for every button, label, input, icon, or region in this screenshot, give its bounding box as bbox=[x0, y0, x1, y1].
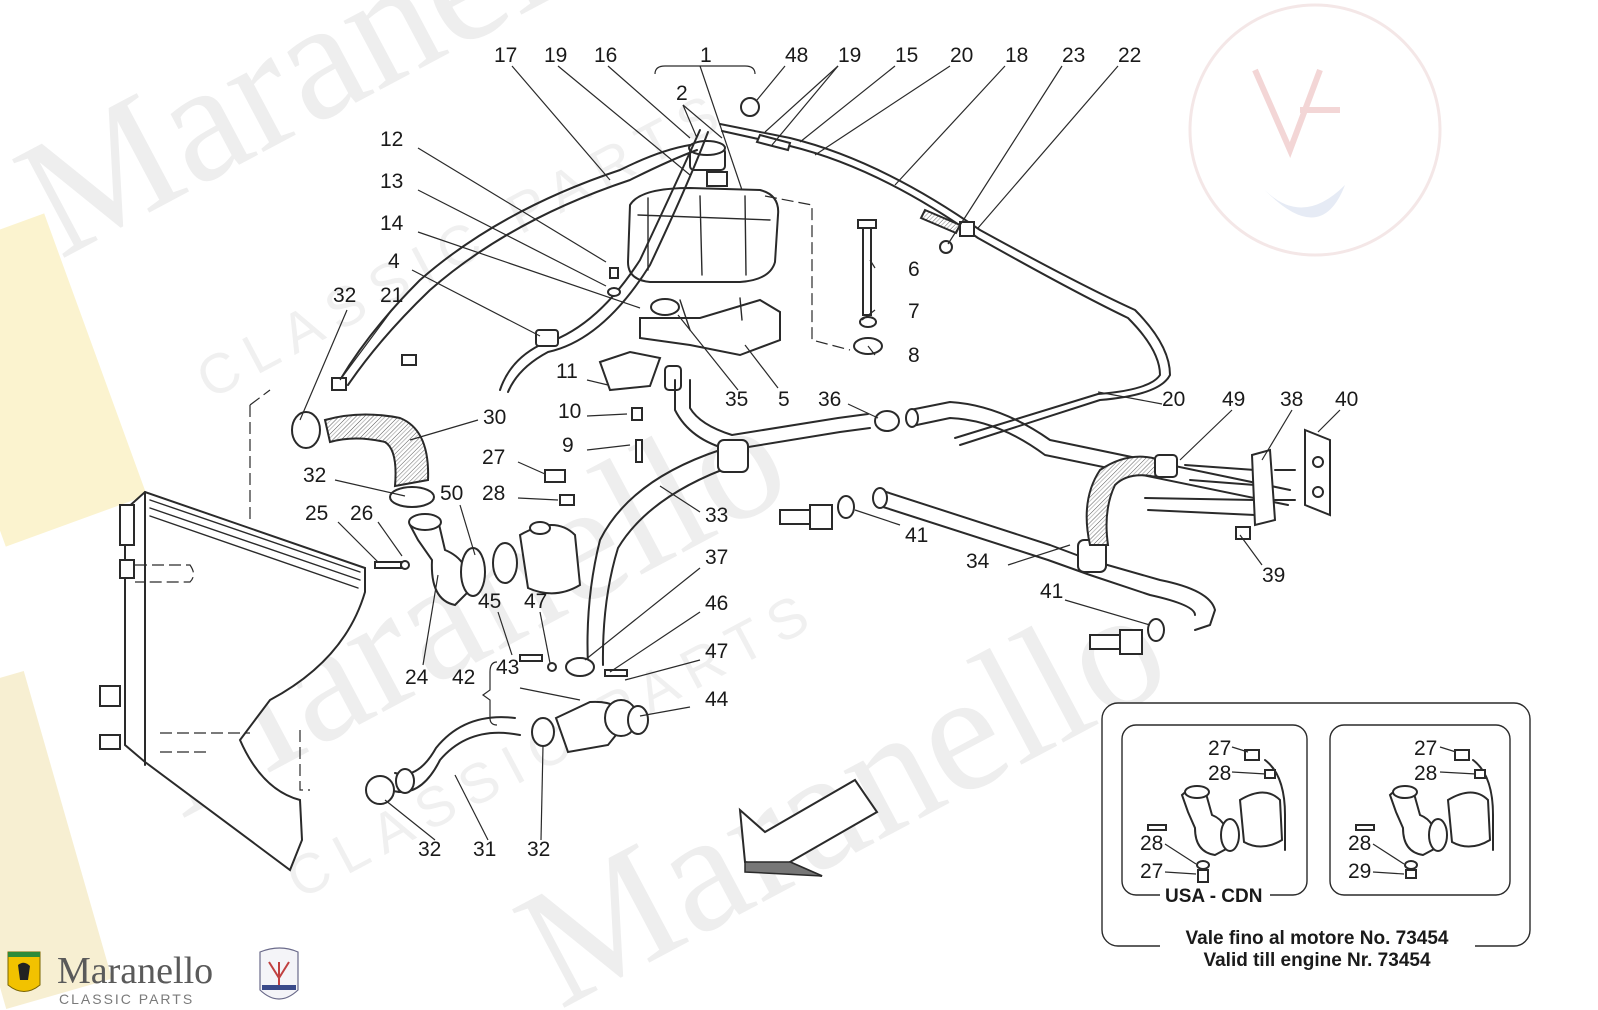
callout-33: 33 bbox=[705, 504, 728, 527]
callout-20: 20 bbox=[950, 44, 973, 67]
bracket-1 bbox=[654, 65, 756, 75]
callout-44: 44 bbox=[705, 688, 729, 711]
callout-32-bottom-right: 32 bbox=[527, 838, 550, 861]
callout-49: 49 bbox=[1222, 388, 1245, 411]
callout-16: 16 bbox=[594, 44, 617, 67]
callout-35: 35 bbox=[725, 388, 748, 411]
ferrari-shield-icon bbox=[7, 951, 41, 992]
callout-21: 21 bbox=[380, 284, 403, 307]
hose-30 bbox=[291, 411, 435, 508]
callout-28: 28 bbox=[482, 482, 505, 505]
inset-right-callout-27: 27 bbox=[1414, 737, 1437, 760]
inset-left-drawing bbox=[1147, 746, 1286, 883]
callout-7: 7 bbox=[908, 300, 920, 323]
inset-left-callout-28-bottom: 28 bbox=[1140, 832, 1163, 855]
leader-lines bbox=[299, 65, 1341, 841]
inset-left-callout-27-top: 27 bbox=[1208, 737, 1231, 760]
temperature-sensors bbox=[779, 495, 1165, 655]
inset-left-callout-28-top: 28 bbox=[1208, 762, 1231, 785]
callout-2: 2 bbox=[676, 82, 688, 105]
logo-wordmark: Maranello bbox=[57, 950, 213, 992]
callout-39: 39 bbox=[1262, 564, 1285, 587]
callout-31: 31 bbox=[473, 838, 496, 861]
callout-13: 13 bbox=[380, 170, 403, 193]
callout-1: 1 bbox=[700, 44, 712, 67]
callout-48: 48 bbox=[785, 44, 808, 67]
callout-11: 11 bbox=[556, 360, 578, 383]
callout-47-lower: 47 bbox=[705, 640, 728, 663]
callout-14: 14 bbox=[380, 212, 404, 235]
inset-right-callout-29: 29 bbox=[1348, 860, 1371, 883]
callout-38: 38 bbox=[1280, 388, 1303, 411]
callout-25: 25 bbox=[305, 502, 328, 525]
hose-33-36 bbox=[586, 379, 1291, 666]
callout-47-upper: 47 bbox=[524, 590, 547, 613]
callout-6: 6 bbox=[908, 258, 920, 281]
callout-23: 23 bbox=[1062, 44, 1085, 67]
callout-12: 12 bbox=[380, 128, 403, 151]
callout-18: 18 bbox=[1005, 44, 1028, 67]
callout-42: 42 bbox=[452, 666, 475, 689]
callout-34: 34 bbox=[966, 550, 990, 573]
callout-4: 4 bbox=[388, 250, 400, 273]
direction-arrow-icon bbox=[738, 778, 879, 877]
callout-37: 37 bbox=[705, 546, 728, 569]
callout-8: 8 bbox=[908, 344, 920, 367]
bracket-42 bbox=[481, 661, 498, 726]
logo-subtitle: CLASSIC PARTS bbox=[59, 991, 194, 1007]
callout-17: 17 bbox=[494, 44, 517, 67]
inset-usa-cdn-label: USA - CDN bbox=[1165, 886, 1262, 907]
callout-41-upper: 41 bbox=[905, 524, 928, 547]
callout-numbers: 17 19 16 1 48 19 15 20 18 23 22 2 12 13 … bbox=[303, 44, 1358, 861]
callout-43: 43 bbox=[496, 656, 519, 679]
callout-27: 27 bbox=[482, 446, 505, 469]
left-edge-badges bbox=[0, 3, 1442, 1009]
hose-31-assembly bbox=[365, 654, 649, 805]
callout-40: 40 bbox=[1335, 388, 1358, 411]
maranello-logo: Maranello CLASSIC PARTS bbox=[7, 947, 299, 1007]
inset-right-callout-28-bottom: 28 bbox=[1348, 832, 1371, 855]
callout-22: 22 bbox=[1118, 44, 1141, 67]
callout-36: 36 bbox=[818, 388, 841, 411]
callout-10: 10 bbox=[558, 400, 581, 423]
inset-left-callout-27-bottom: 27 bbox=[1140, 860, 1163, 883]
callout-32-mid: 32 bbox=[303, 464, 326, 487]
callout-45: 45 bbox=[478, 590, 501, 613]
callout-9: 9 bbox=[562, 434, 574, 457]
callout-19-right: 19 bbox=[838, 44, 861, 67]
maserati-badge-icon bbox=[259, 947, 299, 1000]
callout-20-right: 20 bbox=[1162, 388, 1185, 411]
inset-right-drawing bbox=[1355, 746, 1494, 879]
callout-26: 26 bbox=[350, 502, 373, 525]
callout-46: 46 bbox=[705, 592, 728, 615]
inset-right-callout-28-top: 28 bbox=[1414, 762, 1437, 785]
thermostat-housing bbox=[374, 469, 582, 607]
callout-15: 15 bbox=[895, 44, 918, 67]
callout-32-top: 32 bbox=[333, 284, 356, 307]
callout-32-bottom-left: 32 bbox=[418, 838, 441, 861]
callout-50: 50 bbox=[440, 482, 463, 505]
inset-variant-box: 27 28 28 27 27 28 28 29 USA - CDN Vale bbox=[1101, 702, 1531, 978]
callout-30: 30 bbox=[483, 406, 506, 429]
inset-note-english: Valid till engine Nr. 73454 bbox=[1203, 950, 1430, 971]
callout-24: 24 bbox=[405, 666, 429, 689]
inset-note-italian: Vale fino al motore No. 73454 bbox=[1186, 928, 1449, 949]
callout-41-lower: 41 bbox=[1040, 580, 1063, 603]
callout-5: 5 bbox=[778, 388, 790, 411]
callout-19: 19 bbox=[544, 44, 567, 67]
radiator bbox=[99, 389, 366, 872]
